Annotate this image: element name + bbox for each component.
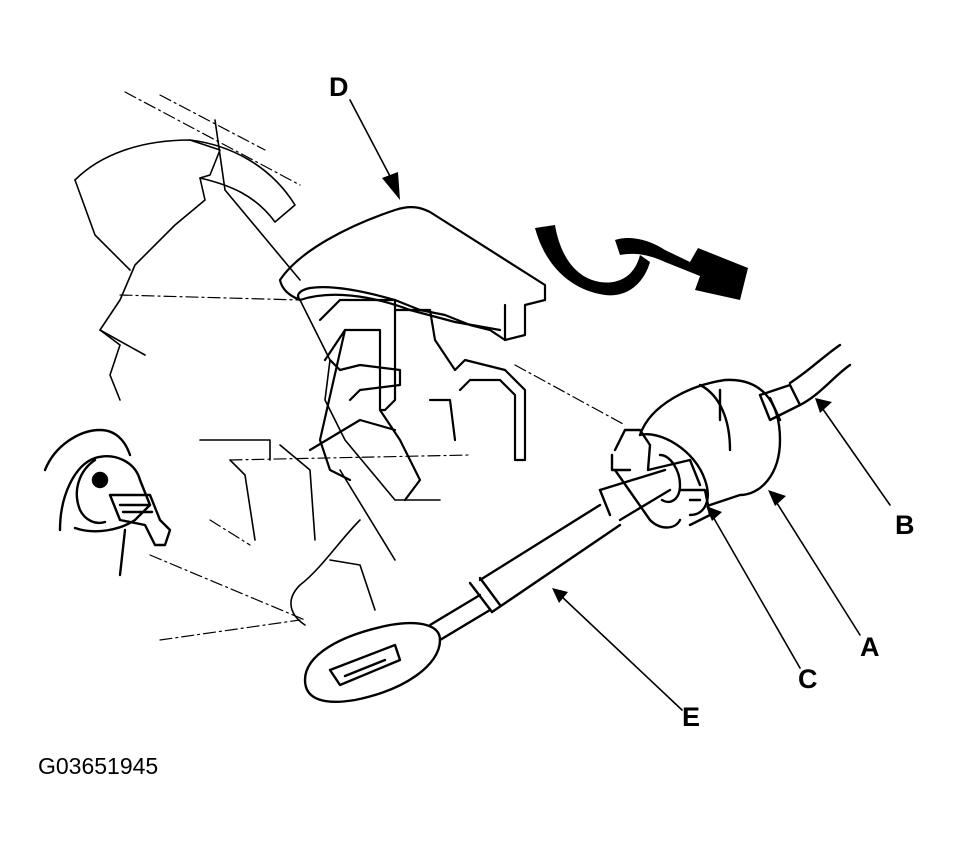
shift-lever-cover-d: [278, 206, 547, 342]
callout-d: D: [329, 72, 349, 102]
leader-arrowheads: [382, 172, 832, 603]
console-housing-outline: [119, 91, 626, 641]
curved-rotation-arrow-icon: [535, 225, 748, 300]
outer-cable-b: [758, 343, 852, 422]
cable-holder-a: [610, 378, 782, 529]
callout-c: C: [798, 664, 818, 694]
callout-e: E: [682, 702, 701, 732]
cable-rod-e: [468, 468, 672, 614]
leader-lines: [349, 99, 891, 711]
figure-id: G03651945: [38, 753, 159, 779]
callout-a: A: [860, 632, 880, 662]
console-frame: [74, 119, 441, 626]
cable-end-eyelet: [303, 593, 492, 703]
mounting-bolt: [43, 428, 172, 577]
callout-b: B: [895, 510, 915, 540]
console-bracket: [308, 298, 527, 502]
